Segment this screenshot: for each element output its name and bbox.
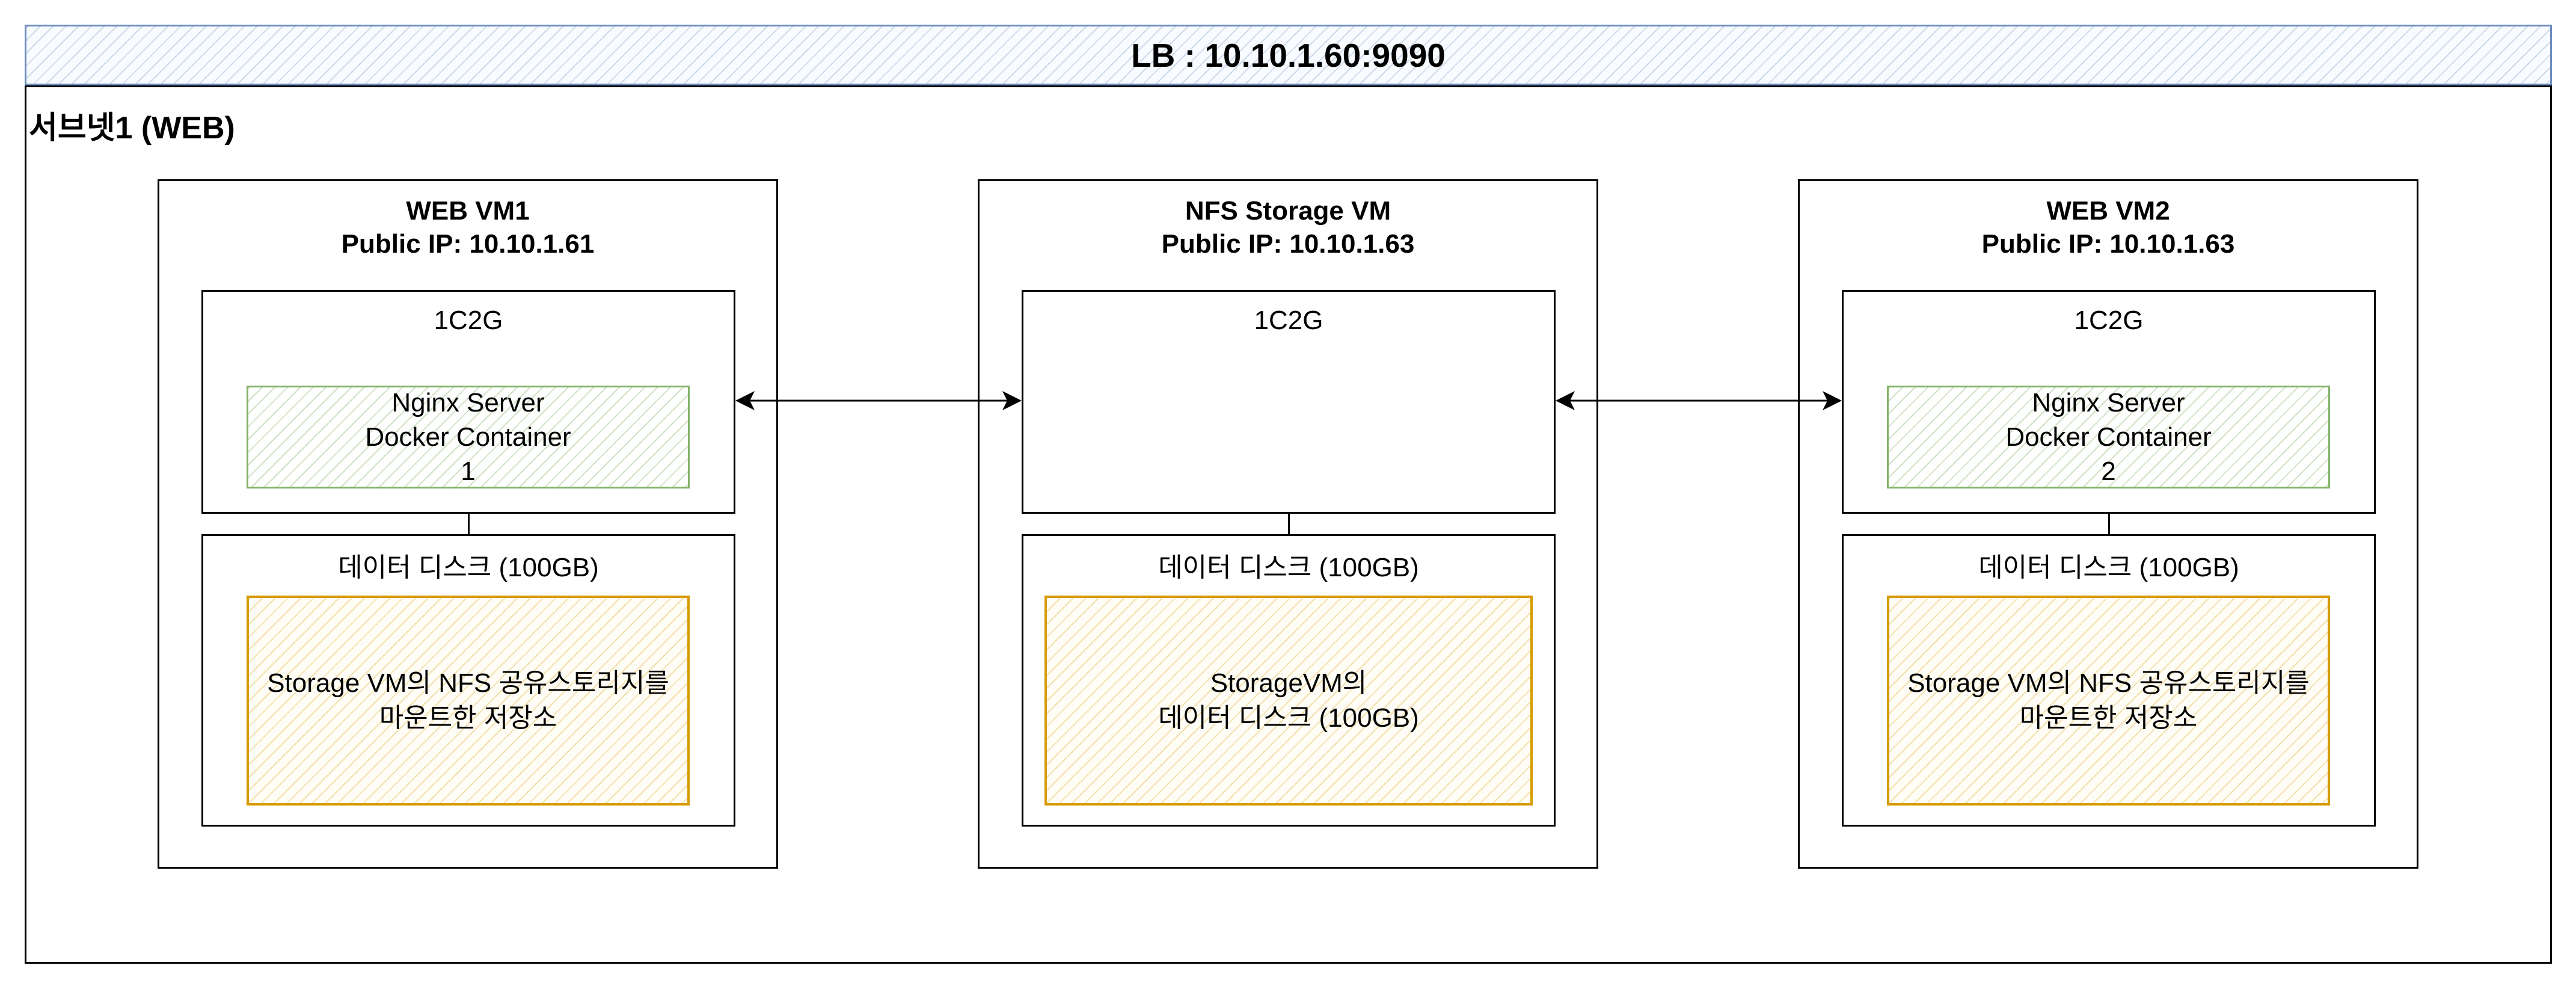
disk-label: 데이터 디스크 (100GB) [338,553,599,582]
compute-disk-connector [468,514,470,534]
container-line-2: Docker Container [365,422,571,452]
vm-name: WEB VM2 [2046,196,2170,226]
storage-line-2: 데이터 디스크 (100GB) [1158,703,1419,733]
disk-label: 데이터 디스크 (100GB) [1158,553,1419,582]
disk-label: 데이터 디스크 (100GB) [1978,553,2239,582]
container-line-3: 1 [461,457,476,486]
vm-public-ip: Public IP: 10.10.1.61 [341,229,595,259]
storage-line-2: 마운트한 저장소 [2019,703,2198,733]
nfs-mount-storage-box: Storage VM의 NFS 공유스토리지를 마운트한 저장소 [1887,596,2330,806]
compute-disk-connector [1288,514,1290,534]
vm-public-ip: Public IP: 10.10.1.63 [1161,229,1415,259]
vm-title-web-vm1: WEB VM1 Public IP: 10.10.1.61 [158,194,778,260]
container-line-1: Nginx Server [391,388,545,417]
compute-disk-connector [2108,514,2110,534]
compute-spec-label: 1C2G [1254,306,1323,335]
container-line-3: 2 [2101,457,2116,486]
nfs-mount-storage-box: Storage VM의 NFS 공유스토리지를 마운트한 저장소 [247,596,690,806]
subnet-container [25,85,2552,964]
storage-line-1: Storage VM의 NFS 공유스토리지를 [1907,668,2310,698]
storage-vm-data-disk-box: StorageVM의 데이터 디스크 (100GB) [1044,596,1533,806]
container-line-2: Docker Container [2005,422,2212,452]
container-line-1: Nginx Server [2032,388,2185,417]
compute-box-nfs-storage [1022,290,1556,514]
vm-name: WEB VM1 [406,196,530,226]
vm-name: NFS Storage VM [1185,196,1391,226]
subnet-title: 서브넷1 (WEB) [29,111,235,146]
load-balancer-label: LB : 10.10.1.60:9090 [1131,36,1446,74]
vm-title-nfs-storage: NFS Storage VM Public IP: 10.10.1.63 [978,194,1598,260]
compute-spec-label: 1C2G [2074,306,2144,335]
storage-line-1: StorageVM의 [1210,668,1367,698]
vm-title-web-vm2: WEB VM2 Public IP: 10.10.1.63 [1798,194,2418,260]
compute-spec-label: 1C2G [434,306,503,335]
vm-public-ip: Public IP: 10.10.1.63 [1981,229,2235,259]
nginx-container-box: Nginx Server Docker Container 1 [247,386,690,488]
nginx-container-box: Nginx Server Docker Container 2 [1887,386,2330,488]
storage-line-2: 마운트한 저장소 [379,703,557,733]
load-balancer-bar: LB : 10.10.1.60:9090 [25,25,2552,85]
storage-line-1: Storage VM의 NFS 공유스토리지를 [267,668,669,698]
